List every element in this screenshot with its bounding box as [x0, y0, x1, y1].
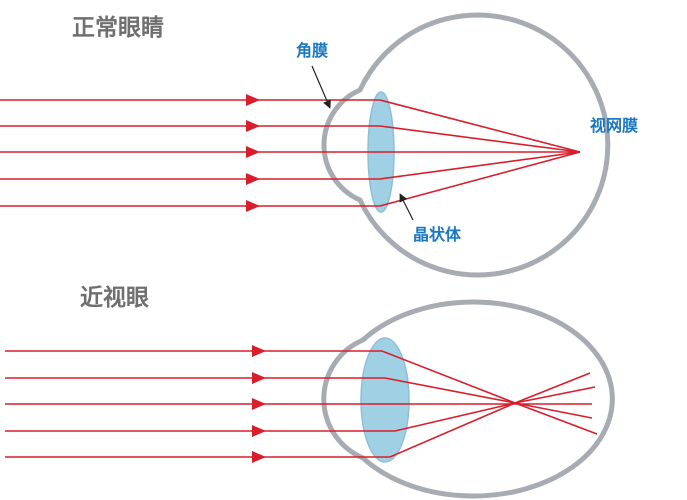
myopia-light-rays — [5, 350, 598, 458]
normal-eye-title: 正常眼睛 — [72, 15, 164, 41]
ray-arrowhead — [252, 372, 266, 384]
normal-ray — [0, 151, 581, 207]
myopia-ray — [5, 377, 593, 419]
ray-arrowhead — [252, 425, 266, 437]
ray-arrowhead — [252, 398, 266, 410]
myopia-eye-panel: 近视眼 — [5, 284, 615, 499]
cornea-label: 角膜 — [296, 41, 328, 60]
myopia-eye-title: 近视眼 — [80, 284, 149, 311]
lens-pointer — [399, 193, 414, 221]
lens-label: 晶状体 — [413, 225, 462, 244]
normal-light-rays — [0, 99, 581, 207]
normal-eyeball-outline — [321, 12, 611, 278]
myopia-ray-arrowheads — [252, 345, 266, 463]
normal-ray-arrowheads — [246, 94, 260, 212]
myopia-ray — [5, 386, 596, 432]
myopia-ray — [5, 350, 598, 435]
retina-label: 视网膜 — [590, 116, 638, 135]
ray-arrowhead — [252, 345, 266, 357]
normal-ray — [0, 99, 581, 153]
cornea-pointer — [311, 65, 331, 109]
ray-arrowhead — [252, 451, 266, 463]
ray-arrowhead — [246, 146, 260, 158]
normal-ray — [0, 125, 581, 153]
ray-arrowhead — [246, 200, 260, 212]
myopia-ray — [5, 372, 591, 458]
normal-eye-panel: 正常眼睛 角膜 视网膜 晶状体 — [0, 12, 638, 278]
normal-ray — [0, 151, 581, 180]
myopia-lens — [360, 337, 410, 463]
ray-arrowhead — [246, 94, 260, 106]
ray-arrowhead — [246, 120, 260, 132]
ray-arrowhead — [246, 173, 260, 185]
